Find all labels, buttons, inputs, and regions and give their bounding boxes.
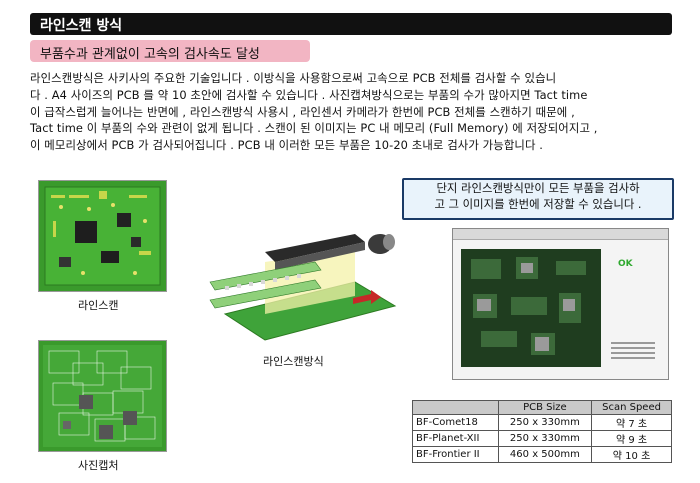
scanner-diagram xyxy=(209,234,397,341)
body-line: 다 . A4 사이즈의 PCB 를 약 10 초안에 검사할 수 있습니다 . … xyxy=(30,87,588,102)
line-scan-method-illustration xyxy=(205,222,400,342)
callout-line: 고 그 이미지를 한번에 저장할 수 있습니다 . xyxy=(434,197,642,211)
line-scan-pcb-image xyxy=(38,180,167,292)
caption-line-scan-method: 라인스캔방식 xyxy=(263,355,324,368)
model-cell: BF-Planet-XII xyxy=(412,430,499,447)
subtitle-banner: 부품수과 관계없이 고속의 검사속도 달성 xyxy=(30,40,310,62)
table-header-cell: Scan Speed xyxy=(591,400,672,415)
body-line: 이 메모리상에서 PCB 가 검사되어집니다 . PCB 내 이러한 모든 부품… xyxy=(30,138,544,153)
table-row: BF-Planet-XII 250 x 330mm 약 9 초 xyxy=(412,430,672,447)
page-title: 라인스캔 방식 xyxy=(40,18,123,34)
scan-speed-cell: 약 7 초 xyxy=(591,414,672,431)
screenshot-toolbar xyxy=(453,229,668,240)
body-line: Tact time 이 부품의 수와 관련이 없게 됩니다 . 스캔이 된 이미… xyxy=(30,121,598,136)
photo-capture-pcb-image xyxy=(38,340,167,452)
model-cell: BF-Comet18 xyxy=(412,414,499,431)
inspection-software-screenshot: OK xyxy=(452,228,669,380)
body-line: 이 급작스럽게 늘어나는 반면에 , 라인스캔방식 사용시 , 라인센서 카메라… xyxy=(30,104,575,119)
spec-table: PCB Size Scan Speed BF-Comet18 250 x 330… xyxy=(412,400,672,463)
pcb-size-cell: 250 x 330mm xyxy=(497,414,593,431)
title-bar: 라인스캔 방식 xyxy=(30,13,672,35)
callout-box: 단지 라인스캔방식만이 모든 부품을 검사하 고 그 이미지를 한번에 저장할 … xyxy=(402,178,674,220)
table-row: BF-Comet18 250 x 330mm 약 7 초 xyxy=(412,414,672,431)
pcb-size-cell: 250 x 330mm xyxy=(497,430,593,447)
scanned-pcb xyxy=(461,249,601,367)
pcb-grid-illustration xyxy=(43,345,162,447)
ok-status: OK xyxy=(618,259,633,269)
model-cell: BF-Frontier II xyxy=(412,446,499,463)
table-header-cell: PCB Size xyxy=(497,400,593,415)
screenshot-stats xyxy=(611,339,655,367)
table-header-cell xyxy=(412,400,499,415)
body-line: 라인스캔방식은 사키사의 주요한 기술입니다 . 이방식을 사용함으로써 고속으… xyxy=(30,71,557,85)
subtitle-text: 부품수과 관계없이 고속의 검사속도 달성 xyxy=(40,47,260,62)
scan-speed-cell: 약 9 초 xyxy=(591,430,672,447)
scan-speed-cell: 약 10 초 xyxy=(591,446,672,463)
caption-photo-capture: 사진캡처 xyxy=(78,459,119,472)
table-row: BF-Frontier II 460 x 500mm 약 10 초 xyxy=(412,446,672,463)
pcb-size-cell: 460 x 500mm xyxy=(497,446,593,463)
body-paragraph: 라인스캔방식은 사키사의 주요한 기술입니다 . 이방식을 사용함으로써 고속으… xyxy=(30,70,675,154)
caption-line-scan: 라인스캔 xyxy=(78,299,119,312)
pcb-illustration xyxy=(44,186,161,286)
table-header-row: PCB Size Scan Speed xyxy=(412,400,672,415)
callout-line: 단지 라인스캔방식만이 모든 부품을 검사하 xyxy=(436,181,640,195)
